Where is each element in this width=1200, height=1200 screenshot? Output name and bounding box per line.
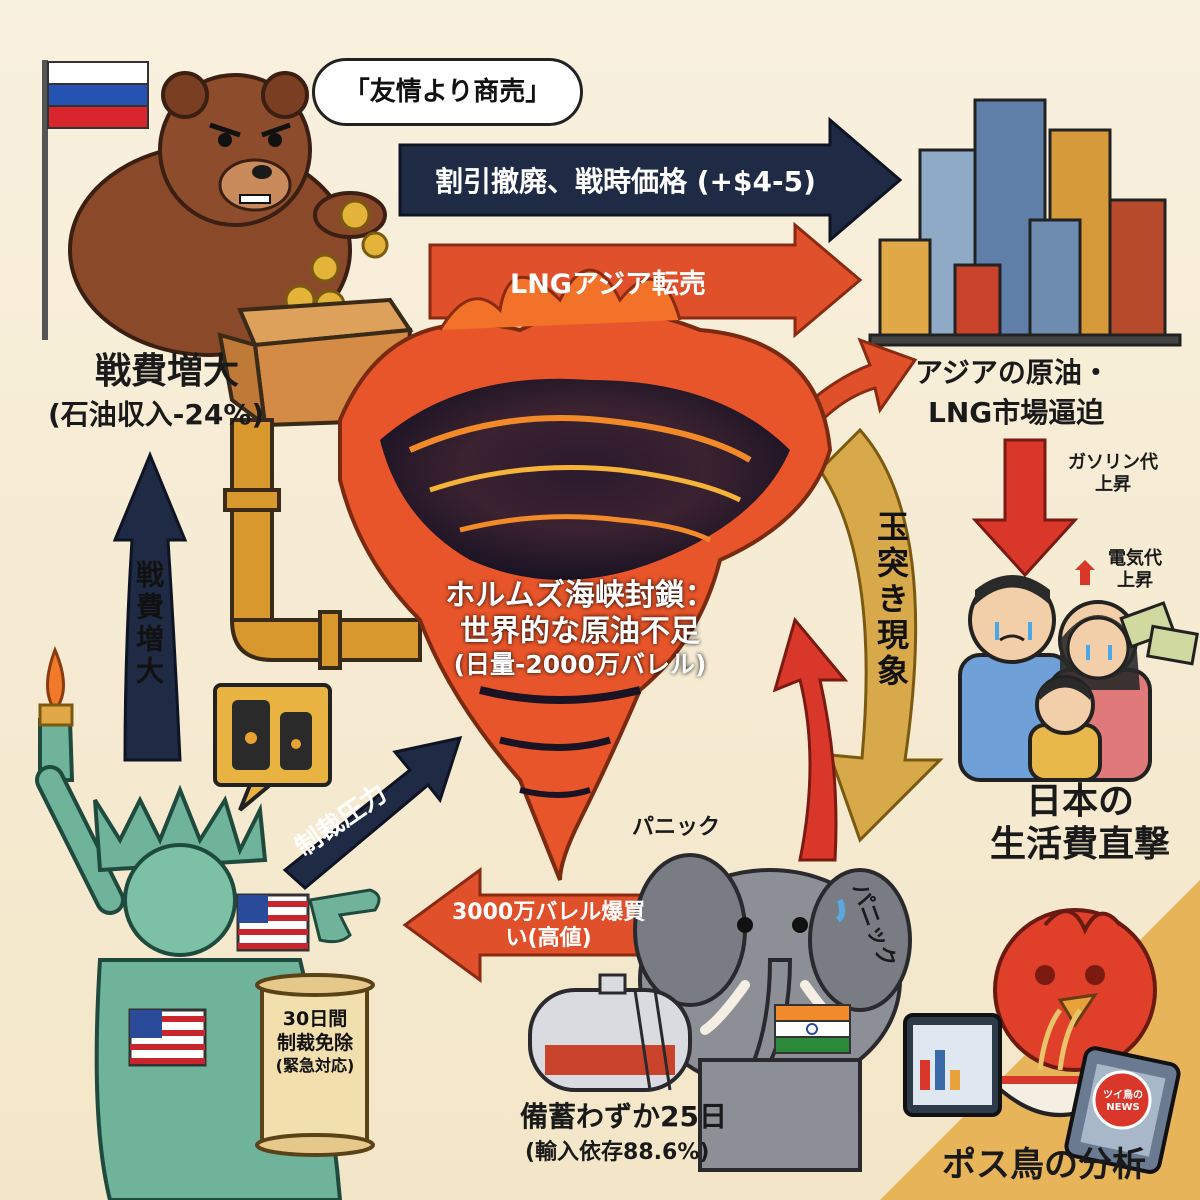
scroll-line2: 制裁免除 bbox=[276, 1031, 353, 1054]
buy-label: 3000万バレル爆買 い(高値) bbox=[452, 900, 645, 953]
bird-icon bbox=[993, 908, 1157, 1072]
arrow-discount-label: 割引撤廃、戦時価格 (+$4-5) bbox=[435, 165, 816, 198]
arrow-war-costs bbox=[112, 451, 188, 762]
analysis-label: ポス鳥の分析 bbox=[942, 1145, 1146, 1185]
speech-bubble: 「友情より商売」 bbox=[312, 58, 583, 126]
scroll-line1: 30日間 bbox=[282, 1008, 348, 1030]
electricity-line1: 電気代 bbox=[1108, 548, 1162, 569]
scroll-text: 30日間 制裁免除 (緊急対応) bbox=[264, 1008, 366, 1076]
russia-subtitle: (石油収入-24%) bbox=[48, 398, 265, 431]
arrow-domino bbox=[818, 427, 944, 843]
japan-label: 日本の 生活費直撃 bbox=[990, 780, 1170, 866]
tablet-news-label: ツイ鳥の NEWS bbox=[1103, 1090, 1143, 1113]
india-flag-icon bbox=[774, 1004, 851, 1054]
oil-tank-icon bbox=[528, 973, 692, 1092]
oil-barrel-icon bbox=[213, 683, 332, 812]
arrow-sanction bbox=[282, 735, 463, 890]
speech-text: 「友情より商売」 bbox=[343, 77, 552, 107]
asia-title-line1: アジアの原油・ bbox=[915, 356, 1110, 389]
center-line2: 世界的な原油不足 bbox=[460, 614, 700, 649]
arrow-lng-label: LNGアジア転売 bbox=[510, 269, 706, 300]
russia-flag-icon bbox=[42, 60, 149, 340]
vertical-war-costs: 戦費増大 bbox=[132, 560, 165, 688]
japan-line1: 日本の bbox=[1026, 781, 1135, 822]
reserve-line2: (輸入依存88.6%) bbox=[525, 1140, 710, 1165]
scroll-line3: (緊急対応) bbox=[275, 1055, 355, 1075]
vertical-domino: 玉突き現象 bbox=[872, 510, 910, 690]
family-icon bbox=[958, 560, 1199, 782]
center-line3: (日量-2000万バレル) bbox=[453, 650, 707, 679]
us-flag-icon bbox=[236, 888, 381, 952]
electricity-label: 電気代 上昇 bbox=[1108, 548, 1162, 591]
center-label: ホルムズ海峡封鎖： 世界的な原油不足 (日量-2000万バレル) bbox=[400, 578, 760, 680]
us-flag-small-icon bbox=[128, 1008, 207, 1067]
japan-line2: 生活費直撃 bbox=[990, 824, 1171, 866]
fire-tornado-icon bbox=[338, 268, 833, 881]
gasoline-line1: ガソリン代 bbox=[1068, 452, 1158, 473]
arrow-panic bbox=[772, 616, 849, 862]
arrow-discount bbox=[398, 116, 903, 244]
arrow-to-family bbox=[971, 438, 1079, 578]
buy-line1: 3000万バレル爆買 bbox=[452, 900, 646, 925]
panic-label-1: パニック bbox=[632, 815, 721, 840]
tablet-icon bbox=[903, 1013, 1181, 1174]
bear-icon bbox=[68, 71, 387, 357]
gasoline-line2: 上昇 bbox=[1095, 473, 1131, 495]
russia-title: 戦費増大 bbox=[95, 351, 240, 392]
reserve-line1: 備蓄わずか25日 bbox=[520, 1100, 727, 1133]
scroll-icon bbox=[255, 973, 375, 1157]
city-icon bbox=[868, 98, 1182, 347]
electricity-line2: 上昇 bbox=[1117, 569, 1153, 591]
center-line1: ホルムズ海峡封鎖： bbox=[445, 578, 715, 613]
asia-title-line2: LNG市場逼迫 bbox=[928, 396, 1105, 429]
pipeline-icon bbox=[223, 418, 422, 670]
buy-line2: い(高値) bbox=[505, 926, 592, 952]
gasoline-label: ガソリン代 上昇 bbox=[1068, 452, 1158, 495]
